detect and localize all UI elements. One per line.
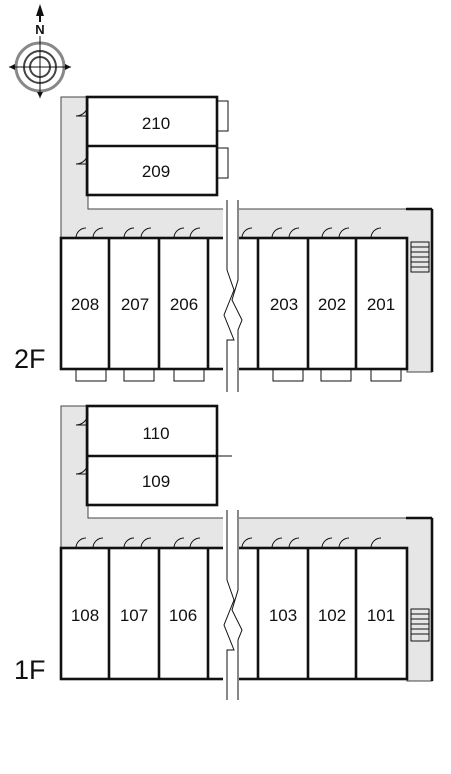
room-107-label: 107	[120, 606, 148, 625]
compass-rose-icon	[9, 4, 71, 98]
room-109-label: 109	[142, 472, 170, 491]
corridor-1f	[60, 405, 433, 682]
room-207-label: 207	[121, 295, 149, 314]
room-208-label: 208	[71, 295, 99, 314]
floor-2f	[59, 95, 434, 395]
room-202-label: 202	[318, 295, 346, 314]
room-108-label: 108	[71, 606, 99, 625]
room-106-label: 106	[169, 606, 197, 625]
stairs-1f	[410, 608, 430, 642]
north-label: N	[35, 22, 44, 37]
corridor-2f	[60, 96, 433, 373]
room-209-label: 209	[142, 162, 170, 181]
room-101-label: 101	[367, 606, 395, 625]
floor-1f-label: 1F	[14, 655, 46, 685]
room-102-label: 102	[318, 606, 346, 625]
floor-1f	[59, 404, 434, 705]
stairs-2f	[410, 241, 430, 273]
room-206-label: 206	[170, 295, 198, 314]
room-210-label: 210	[142, 114, 170, 133]
floor-2f-label: 2F	[14, 344, 46, 374]
room-110-label: 110	[142, 424, 169, 443]
room-103-label: 103	[269, 606, 297, 625]
doors-2f	[75, 227, 382, 239]
room-201-label: 201	[367, 295, 395, 314]
room-203-label: 203	[270, 295, 298, 314]
doors-1f	[75, 537, 382, 549]
